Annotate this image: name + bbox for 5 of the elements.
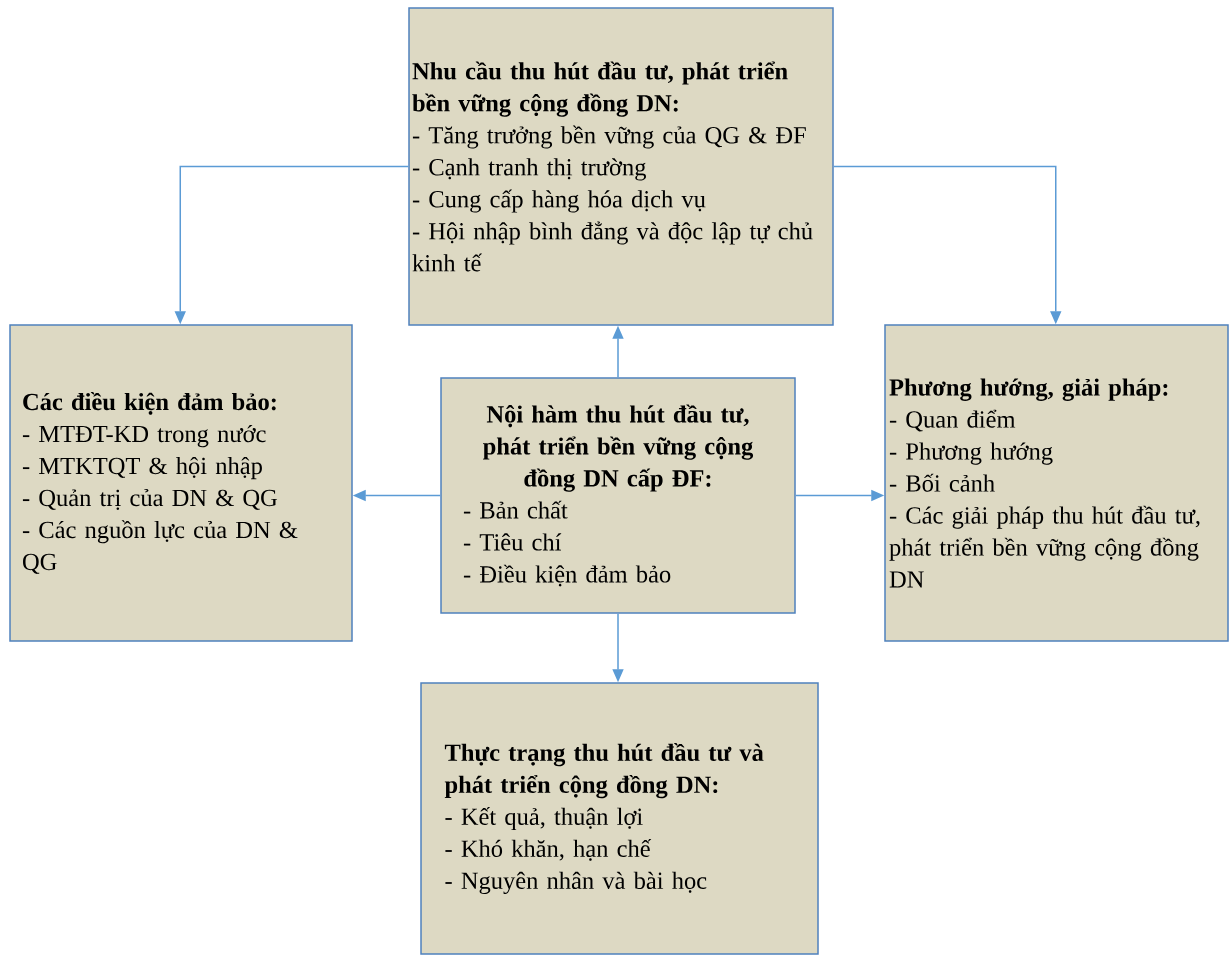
text-box: Thực trạng thu hút đầu tư và phát triển cộng đồng DN: - Kết quả, thuận lợi - Khó khăn, hạn chế - Nguyên nhân và bài học [420, 682, 819, 955]
text-box: Nội hàm thu hút đầu tư, phát triển bền vững cộng đồng DN cấp ĐF: - Bản chất - Tiêu chí - Điều kiện đảm bảo [440, 377, 796, 614]
text-box: Các điều kiện đảm bảo: - MTĐT-KD trong nước - MTKTQT & hội nhập - Quản trị của DN & QG - Các nguồn lực của DN & QG [9, 324, 353, 642]
text-box: Nhu cầu thu hút đầu tư, phát triển bền vững cộng đồng DN: - Tăng trưởng bền vững của QG & ĐF - Cạnh tranh thị trường - Cung cấp hàng hóa dịch vụ - Hội nhập bình đẳng và độc lập tự chủ kinh tế [408, 7, 834, 326]
text-box: Phương hướng, giải pháp: - Quan điểm - Phương hướng - Bối cảnh - Các giải pháp thu hút đầu tư, phát triển bền vững cộng đồng DN [884, 324, 1229, 642]
